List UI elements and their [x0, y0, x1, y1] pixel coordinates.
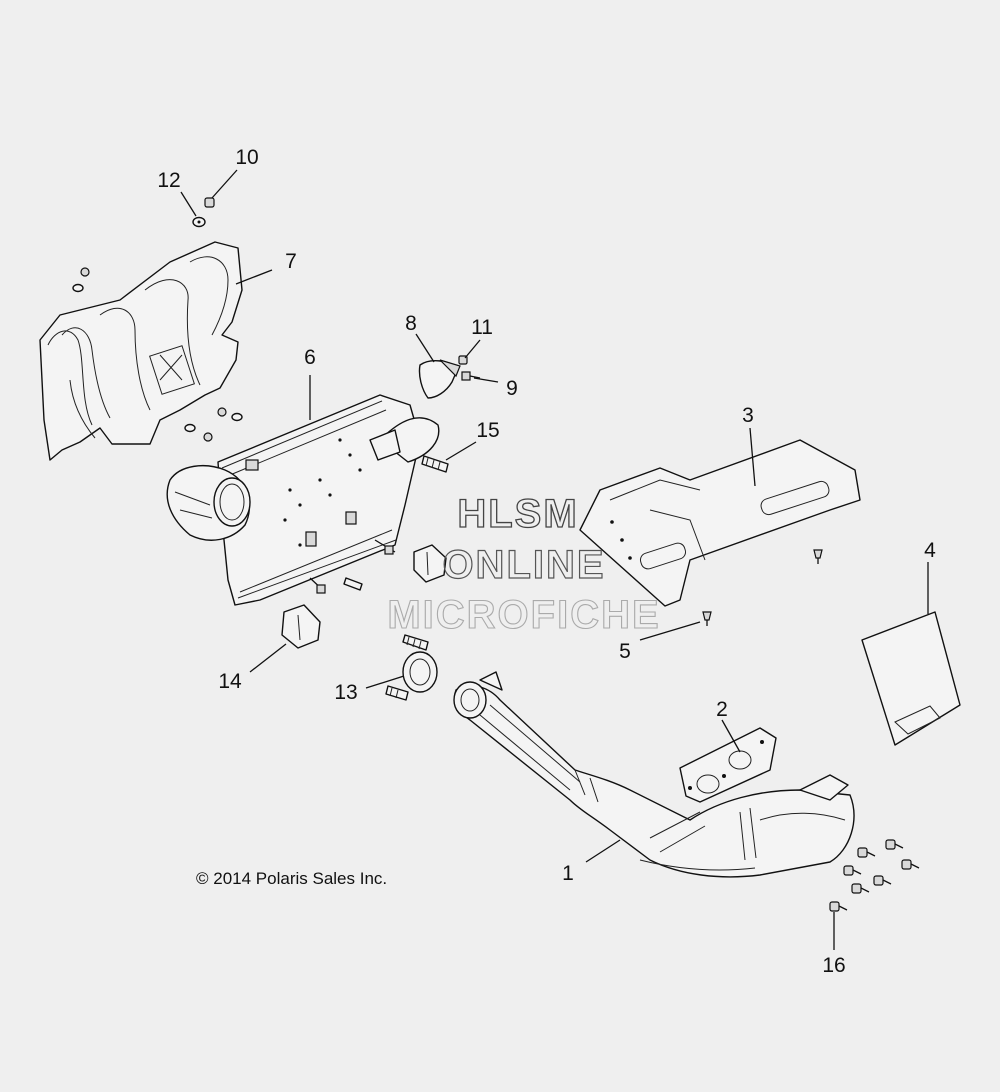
heat-shield-part-3	[579, 439, 861, 607]
callout-3: 3	[742, 404, 754, 427]
watermark-line-3: MICROFICHE	[387, 593, 660, 637]
callout-11: 11	[471, 316, 493, 339]
callout-7: 7	[285, 250, 297, 273]
callout-13: 13	[334, 681, 357, 704]
callout-10: 10	[235, 146, 258, 169]
watermark-line-2: ONLINE	[442, 543, 605, 587]
rivet-part-5	[702, 549, 823, 626]
gasket-part-2	[679, 727, 777, 803]
copyright-text: © 2014 Polaris Sales Inc.	[196, 869, 387, 888]
washer-part-12	[192, 216, 206, 228]
isolator-part-14	[281, 544, 447, 649]
callout-1: 1	[562, 862, 574, 885]
callout-8: 8	[405, 312, 417, 335]
callout-2: 2	[716, 698, 728, 721]
muffler-part-6	[166, 394, 440, 606]
shield-fasteners	[72, 267, 243, 442]
leader-lines	[180, 169, 929, 950]
panel-part-4	[861, 611, 961, 746]
spring-part-15	[343, 455, 449, 591]
callout-16: 16	[822, 954, 845, 977]
callout-12: 12	[157, 169, 180, 192]
header-pipe-part-1	[453, 671, 855, 878]
bolt-set-part-16	[829, 839, 920, 912]
callout-6: 6	[304, 346, 316, 369]
watermark-line-1: HLSM	[457, 492, 578, 536]
callout-labels: 1 2 3 4 5 6 7 8 9 10 11 12 13 14 15 16	[157, 146, 936, 977]
callout-9: 9	[506, 377, 518, 400]
bolt-part-9	[461, 371, 481, 381]
callout-4: 4	[924, 539, 936, 562]
watermark: HLSM ONLINE MICROFICHE	[387, 491, 660, 637]
bolt-part-10	[204, 197, 215, 208]
bracket-part-8	[418, 359, 461, 399]
clamp-ring-part-13	[385, 634, 438, 701]
callout-5: 5	[619, 640, 631, 663]
callout-14: 14	[218, 670, 242, 693]
callout-15: 15	[476, 419, 499, 442]
heat-shield-part-7	[39, 241, 243, 461]
